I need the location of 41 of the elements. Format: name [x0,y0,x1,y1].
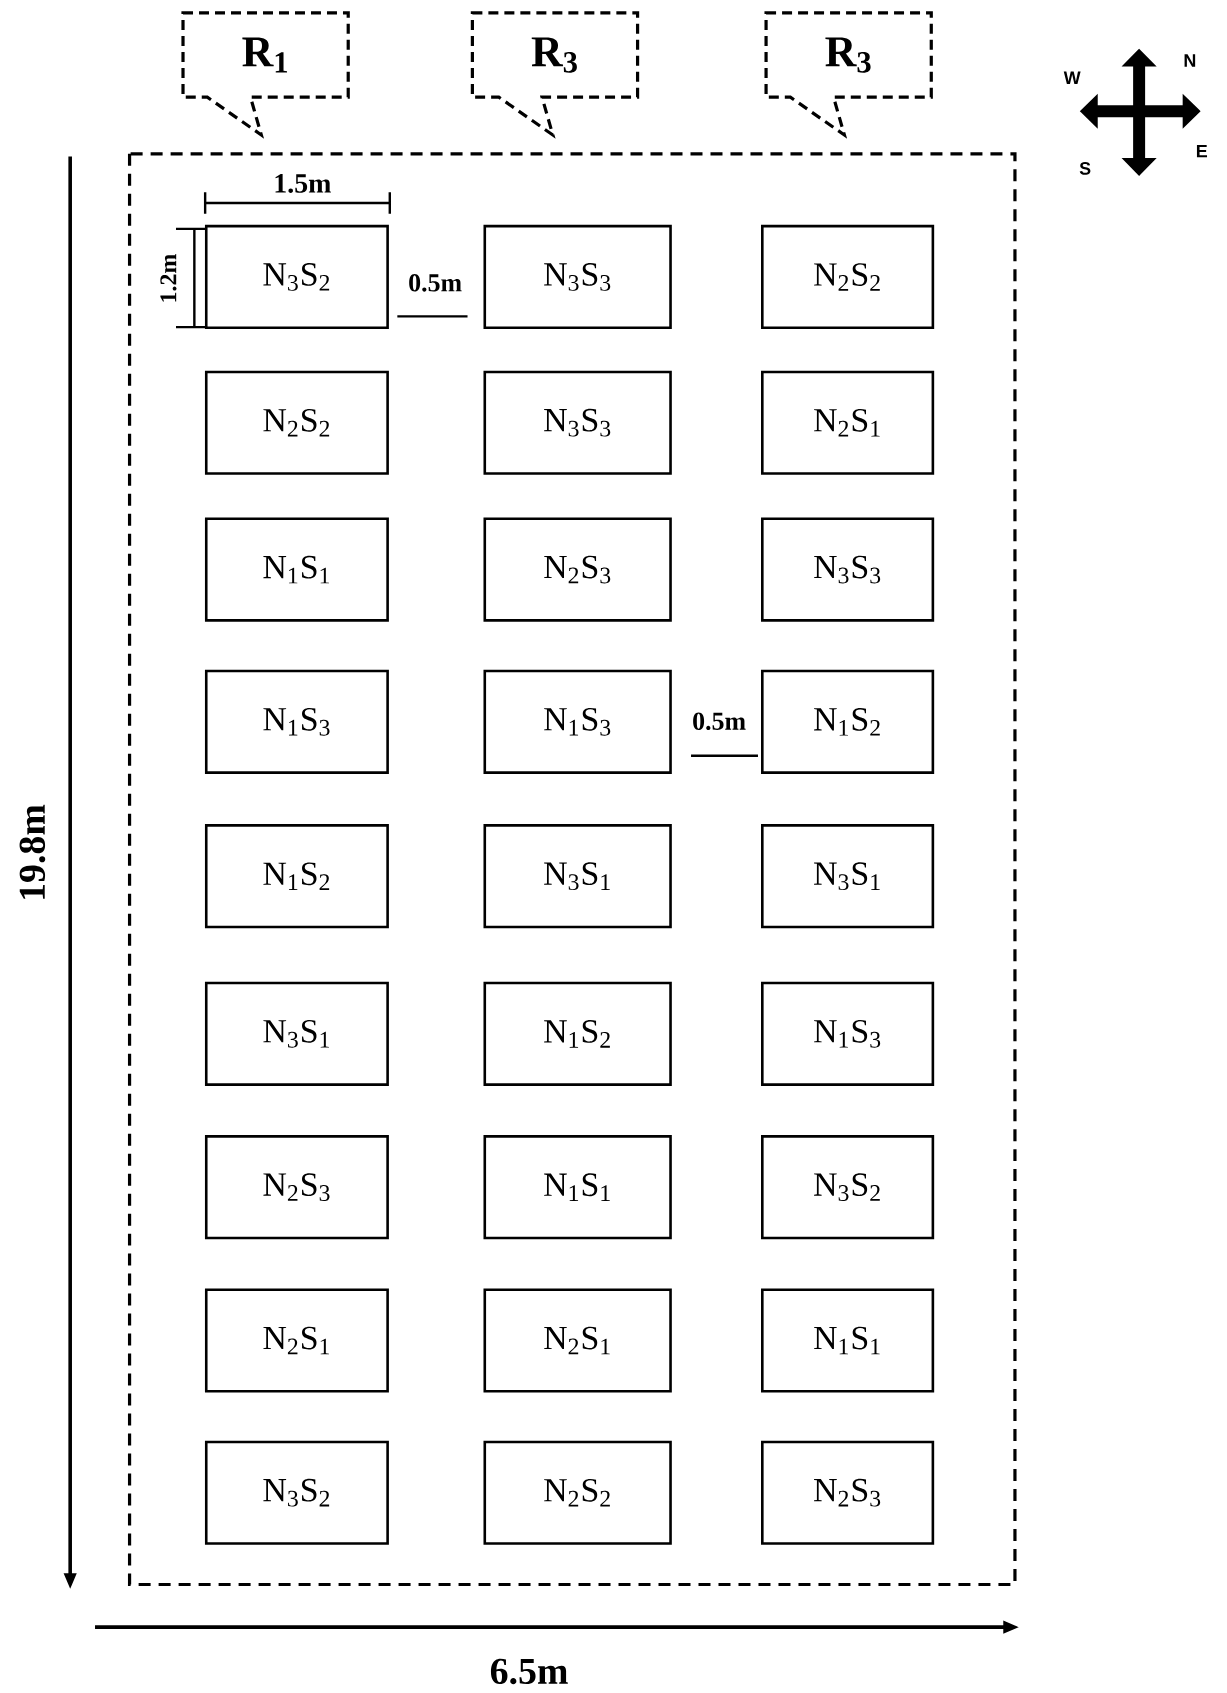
dimension-label: 0.5m [693,712,746,731]
plot-box: N$_{2}$S$_{1}$ [761,370,935,475]
plot-box: N$_{2}$S$_{3}$ [483,517,673,622]
plot-box: N$_{2}$S$_{2}$ [205,370,390,475]
plot-box: N$_{1}$S$_{3}$ [483,669,673,774]
plot-box: N$_{3}$S$_{3}$ [761,517,935,622]
plot-box: N$_{3}$S$_{2}$ [761,1135,935,1240]
dimension-label: 19.8m [19,804,46,899]
plot-box: N$_{1}$S$_{2}$ [483,981,673,1086]
field-border [128,152,1017,1587]
plot-box: N$_{1}$S$_{2}$ [205,824,390,929]
plot-box: N$_{2}$S$_{1}$ [205,1288,390,1393]
callout-box: R$_{1}$ [181,11,351,139]
compass-letter: N [1184,54,1196,67]
plot-box: N$_{2}$S$_{2}$ [483,1440,673,1545]
plot-box: N$_{3}$S$_{3}$ [483,224,673,330]
plot-box: N$_{3}$S$_{1}$ [205,981,390,1086]
compass-letter: E [1197,145,1208,158]
dimension-label: 6.5m [491,1658,569,1685]
plot-box: N$_{2}$S$_{3}$ [205,1135,390,1240]
plot-box: N$_{3}$S$_{2}$ [205,1440,390,1545]
dimension-label: 0.5m [409,274,462,292]
plot-box: N$_{2}$S$_{1}$ [483,1288,673,1393]
plot-box: N$_{3}$S$_{1}$ [761,824,935,929]
plot-box: N$_{1}$S$_{1}$ [483,1135,673,1240]
compass-letter: S [1079,162,1091,175]
callout-box: R$_{3}$ [764,11,934,139]
plot-box: N$_{2}$S$_{2}$ [761,224,935,330]
dimension-label: 1.2m [160,254,177,302]
plot-box: N$_{1}$S$_{3}$ [205,669,390,774]
plot-box: N$_{3}$S$_{1}$ [483,824,673,929]
compass-letter: W [1063,71,1081,84]
plot-box: N$_{1}$S$_{1}$ [205,517,390,622]
plot-box: N$_{1}$S$_{2}$ [761,669,935,774]
plot-box: N$_{3}$S$_{2}$ [205,224,390,330]
callout-box: R$_{3}$ [471,11,640,139]
plot-box: N$_{1}$S$_{3}$ [761,981,935,1086]
dimension-label: 1.5m [275,174,332,193]
plot-box: N$_{2}$S$_{3}$ [761,1440,935,1545]
plot-box: N$_{1}$S$_{1}$ [761,1288,935,1393]
plot-box: N$_{3}$S$_{3}$ [483,370,673,475]
